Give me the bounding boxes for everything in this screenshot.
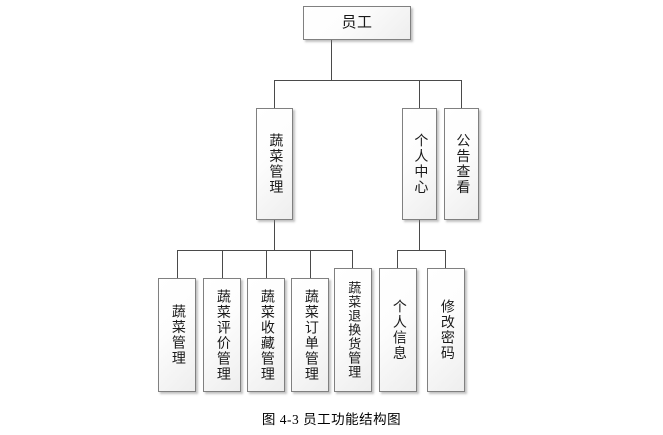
figure-caption-text: 图 4-3 员工功能结构图: [261, 412, 402, 427]
node-veg-return-exchange-manage-label: 蔬菜退换货管理: [346, 281, 362, 379]
figure-caption: 图 4-3 员工功能结构图: [0, 408, 663, 428]
connector-drop-veg-manage: [177, 250, 178, 278]
node-veg-favorite-manage-label: 蔬菜收藏管理: [258, 288, 274, 382]
node-personal-center-label: 个人中心: [412, 133, 428, 195]
node-veg-manage[interactable]: 蔬菜管理: [158, 278, 196, 392]
node-veg-order-manage[interactable]: 蔬菜订单管理: [291, 278, 329, 392]
connector-vegetable-children-bus: [177, 250, 352, 251]
connector-drop-personal-center: [419, 80, 420, 108]
node-veg-review-manage[interactable]: 蔬菜评价管理: [203, 278, 241, 392]
connector-root-trunk: [331, 40, 332, 80]
connector-drop-veg-order-manage: [310, 250, 311, 278]
node-announcement-view[interactable]: 公告查看: [444, 108, 479, 220]
connector-drop-change-password: [445, 250, 446, 268]
node-announcement-view-label: 公告查看: [454, 133, 470, 195]
connector-drop-veg-review-manage: [222, 250, 223, 278]
connector-level2-bus: [274, 80, 462, 81]
node-veg-return-exchange-manage[interactable]: 蔬菜退换货管理: [334, 268, 372, 392]
node-veg-favorite-manage[interactable]: 蔬菜收藏管理: [247, 278, 285, 392]
connector-drop-vegetable-management: [274, 80, 275, 108]
node-change-password-label: 修改密码: [438, 299, 454, 361]
connector-drop-personal-info: [397, 250, 398, 268]
connector-personal-trunk: [419, 220, 420, 250]
node-vegetable-management-label: 蔬菜管理: [267, 133, 283, 195]
connector-personal-children-bus: [397, 250, 445, 251]
node-vegetable-management[interactable]: 蔬菜管理: [256, 108, 293, 220]
connector-drop-announcement-view: [461, 80, 462, 108]
connector-drop-veg-favorite-manage: [266, 250, 267, 278]
node-veg-manage-label: 蔬菜管理: [169, 304, 185, 366]
node-personal-info-label: 个人信息: [390, 299, 406, 361]
connector-vegetable-trunk: [274, 220, 275, 250]
node-veg-order-manage-label: 蔬菜订单管理: [302, 288, 318, 382]
node-employee-label: 员工: [341, 14, 373, 31]
node-employee[interactable]: 员工: [303, 6, 411, 40]
connector-drop-veg-return-exchange-manage: [352, 250, 353, 268]
node-personal-center[interactable]: 个人中心: [402, 108, 437, 220]
node-personal-info[interactable]: 个人信息: [379, 268, 417, 392]
node-veg-review-manage-label: 蔬菜评价管理: [214, 288, 230, 382]
node-change-password[interactable]: 修改密码: [427, 268, 465, 392]
